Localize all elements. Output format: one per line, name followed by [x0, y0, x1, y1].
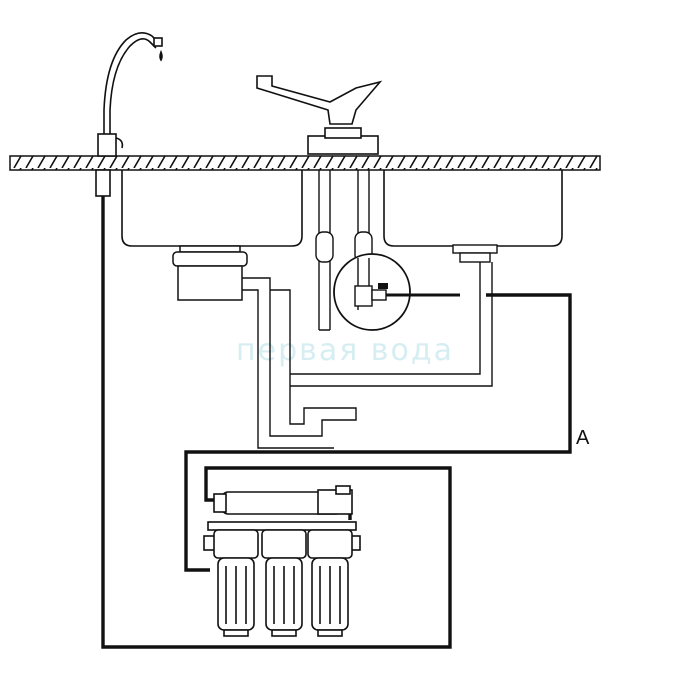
watermark-text: первая вода: [236, 333, 454, 368]
countertop: [9, 155, 601, 171]
left-drain-trap: [172, 245, 248, 301]
mixer-tap-icon: [256, 75, 383, 155]
filtered-water-faucet-icon: [95, 32, 163, 197]
connection-label-a: A: [576, 427, 590, 449]
right-sink-bowl: [383, 170, 563, 247]
mixer-hoses: [315, 170, 373, 331]
reverse-osmosis-filter-icon: [203, 485, 361, 637]
left-sink-bowl: [121, 170, 303, 247]
feed-valve-detail: [333, 253, 460, 331]
drain-pipes: [242, 244, 498, 449]
